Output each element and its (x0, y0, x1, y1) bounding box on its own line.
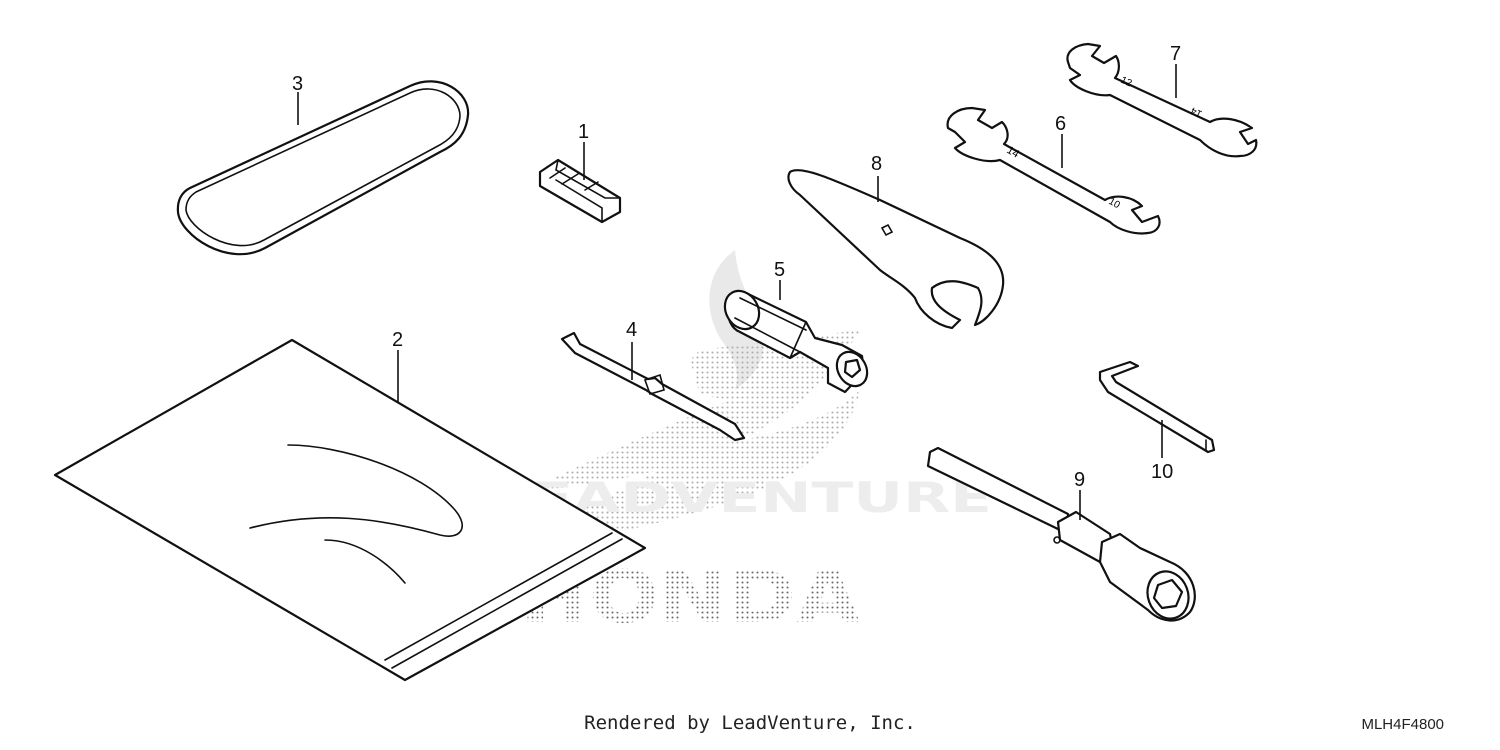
w7-upper-mark: 12 (1119, 75, 1134, 90)
diagram-code: MLH4F4800 (1361, 716, 1444, 733)
part-4-screwdriver-blade: 4 (560, 319, 746, 442)
callout-1: 1 (578, 121, 589, 143)
callout-9: 9 (1074, 469, 1085, 491)
w7-lower-mark: 14 (1189, 104, 1204, 119)
part-6-open-end-wrench: 14 10 6 (946, 106, 1161, 235)
part-10-hex-key: 10 (1098, 360, 1216, 483)
callout-10: 10 (1151, 461, 1173, 483)
callout-2: 2 (392, 329, 403, 351)
part-2-tool-bag: 2 (53, 329, 647, 682)
part-1-clip: 1 (538, 121, 622, 224)
callout-5: 5 (774, 259, 785, 281)
callout-4: 4 (626, 319, 637, 341)
part-5-screwdriver-handle: 5 (723, 259, 869, 394)
w6-upper-mark: 14 (1005, 144, 1022, 161)
callout-7: 7 (1170, 43, 1181, 65)
w6-lower-mark: 10 (1107, 196, 1123, 211)
callout-3: 3 (292, 73, 303, 95)
callout-6: 6 (1055, 113, 1066, 135)
part-9-plug-wrench: 9 (926, 446, 1196, 622)
callout-8: 8 (871, 153, 882, 175)
part-7-open-end-wrench: 12 14 7 (1066, 42, 1258, 158)
part-3-band: 3 (176, 73, 470, 256)
rendered-by-footer: Rendered by LeadVenture, Inc. (584, 712, 916, 734)
part-8-pin-spanner: 8 (787, 153, 1005, 330)
